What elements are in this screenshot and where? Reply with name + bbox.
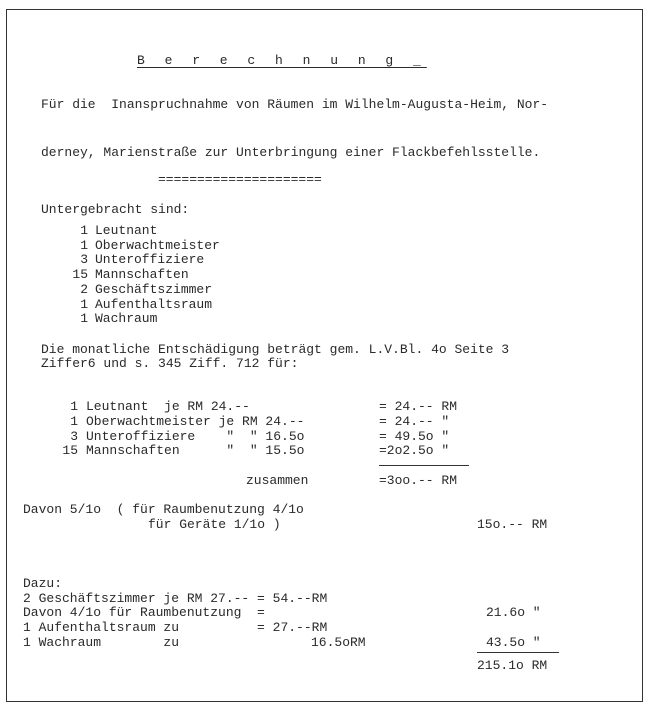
housed-label: Unteroffiziere <box>95 252 205 267</box>
intro-line-1: Für die Inanspruchnahme von Räumen im Wi… <box>41 97 549 112</box>
calc-count: 1 <box>70 414 78 429</box>
housed-count: 1 <box>80 223 88 238</box>
sum-rule <box>379 465 469 466</box>
compensation-line-1: Die monatliche Entschädigung beträgt gem… <box>41 342 510 357</box>
housed-count: 3 <box>80 252 88 267</box>
intro-line-2: derney, Marienstraße zur Unterbringung e… <box>41 145 541 160</box>
final-rule <box>477 652 559 653</box>
housed-count: 2 <box>80 282 88 297</box>
calc-label: Oberwachtmeister je RM 24.-- <box>86 414 305 429</box>
extra-line-2-amount: 21.6o " <box>486 605 541 620</box>
calc-count: 3 <box>70 429 78 444</box>
document-title: B e r e c h n u n g _ <box>137 53 427 68</box>
housed-count: 1 <box>80 311 88 326</box>
share-line-1: Davon 5/1o ( für Raumbenutzung 4/1o <box>23 502 304 517</box>
housed-label: Mannschaften <box>95 267 189 282</box>
extra-line-2: Davon 4/1o für Raumbenutzung = <box>23 605 265 620</box>
housed-label: Oberwachtmeister <box>95 238 220 253</box>
extra-line-4-value: 16.5oRM <box>311 635 366 650</box>
total-label: zusammen <box>246 473 309 488</box>
housed-count: 1 <box>80 238 88 253</box>
calc-count: 1 <box>70 399 78 414</box>
housed-count: 15 <box>72 267 88 282</box>
housed-heading: Untergebracht sind: <box>41 202 190 217</box>
calc-label: Mannschaften " " 15.5o <box>86 443 305 458</box>
housed-label: Aufenthaltsraum <box>95 297 213 312</box>
share-amount: 15o.-- RM <box>477 517 548 532</box>
calc-result: = 24.-- " <box>379 414 450 429</box>
extra-heading: Dazu: <box>23 576 63 591</box>
extra-line-1: 2 Geschäftszimmer je RM 27.-- = 54.--RM <box>23 591 328 606</box>
final-total: 215.1o RM <box>477 658 548 673</box>
calc-result: = 49.5o " <box>379 429 450 444</box>
extra-line-4-label: 1 Wachraum zu <box>23 635 180 650</box>
calc-label: Unteroffiziere " " 16.5o <box>86 429 305 444</box>
housed-label: Wachraum <box>95 311 158 326</box>
total-value: =3oo.-- RM <box>379 473 458 488</box>
extra-line-3: 1 Aufenthaltsraum zu = 27.--RM <box>23 620 328 635</box>
intro-separator: ===================== <box>158 172 322 187</box>
compensation-line-2: Ziffer6 und s. 345 Ziff. 712 für: <box>41 356 299 371</box>
share-line-2: für Geräte 1/1o ) <box>148 517 281 532</box>
calc-count: 15 <box>62 443 78 458</box>
calc-result: = 24.-- RM <box>379 399 458 414</box>
housed-count: 1 <box>80 297 88 312</box>
housed-label: Leutnant <box>95 223 158 238</box>
extra-line-4-amount: 43.5o " <box>486 635 541 650</box>
calc-result: =2o2.5o " <box>379 443 450 458</box>
housed-label: Geschäftszimmer <box>95 282 213 297</box>
calc-label: Leutnant je RM 24.-- <box>86 399 250 414</box>
document-frame <box>6 9 643 702</box>
